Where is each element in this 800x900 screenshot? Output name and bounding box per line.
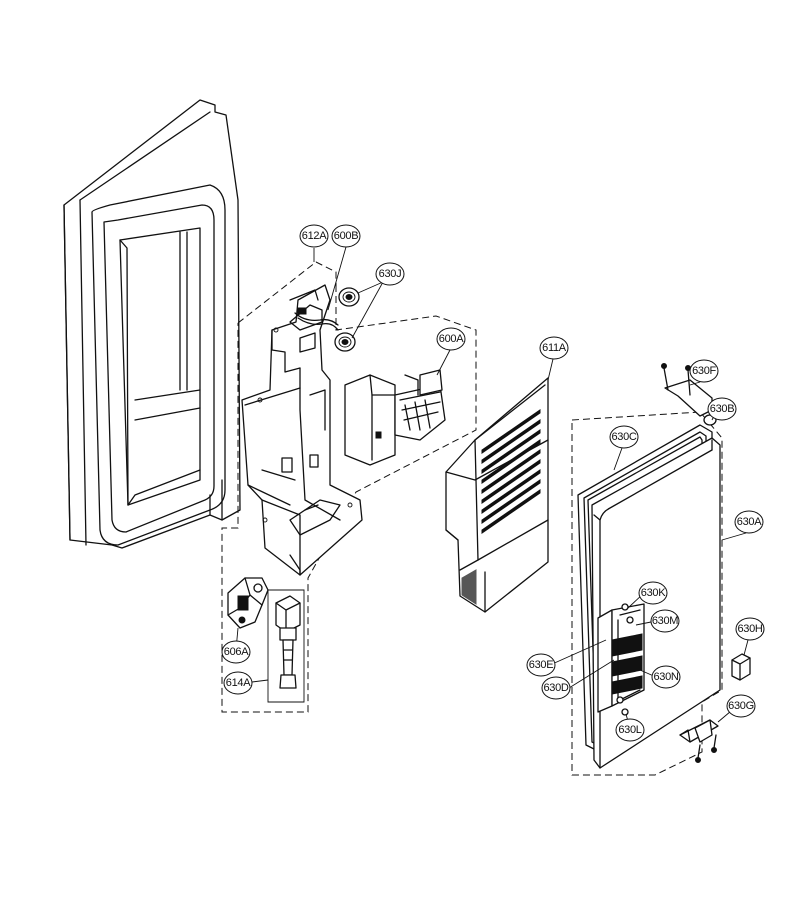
callout-630K-label: 630K: [641, 587, 666, 599]
callout-630H-label: 630H: [737, 623, 762, 635]
callout-630A-label: 630A: [737, 516, 762, 528]
callout-614A: 614A: [223, 671, 253, 695]
callout-630M-label: 630M: [652, 615, 678, 627]
hinge-cap: [731, 653, 751, 681]
callout-612A: 612A: [299, 224, 329, 248]
callout-630C: 630C: [609, 425, 639, 449]
dispenser-housing: [241, 284, 363, 576]
callout-600B-label: 600B: [334, 230, 359, 242]
lower-hinge: [679, 719, 719, 763]
callout-600A-label: 600A: [439, 333, 464, 345]
callout-630L-label: 630L: [618, 724, 641, 736]
callout-630G: 630G: [726, 694, 756, 718]
wire-harness: [294, 307, 339, 331]
handle-assembly: [597, 603, 645, 716]
callout-614A-label: 614A: [226, 677, 251, 689]
cover-vent-slots: [481, 409, 541, 534]
callout-630E: 630E: [526, 653, 556, 677]
callout-630B-label: 630B: [710, 403, 735, 415]
dispenser-actuator: [227, 577, 269, 629]
callout-630E-label: 630E: [529, 659, 554, 671]
callout-630F-label: 630F: [692, 365, 716, 377]
callout-630F: 630F: [689, 359, 719, 383]
grommets: [334, 287, 360, 352]
callout-611A: 611A: [539, 336, 569, 360]
callout-630D: 630D: [541, 676, 571, 700]
callout-630M: 630M: [650, 609, 680, 633]
callout-600A: 600A: [436, 327, 466, 351]
subdoor-group-outline: [571, 411, 723, 776]
callout-611A-label: 611A: [542, 342, 567, 354]
callout-612A-label: 612A: [302, 230, 327, 242]
callout-630J-label: 630J: [379, 268, 402, 280]
callout-630D-label: 630D: [543, 682, 568, 694]
door-outer-panel: [63, 99, 241, 549]
dispenser-group-outline: [221, 261, 477, 713]
callout-630N-label: 630N: [653, 671, 678, 683]
callout-630H: 630H: [735, 617, 765, 641]
callout-630L: 630L: [615, 718, 645, 742]
callout-606A: 606A: [221, 640, 251, 664]
callout-630N: 630N: [651, 665, 681, 689]
callout-630A: 630A: [734, 510, 764, 534]
callout-630K: 630K: [638, 581, 668, 605]
callout-630B: 630B: [707, 397, 737, 421]
callout-600B: 600B: [331, 224, 361, 248]
callout-606A-label: 606A: [224, 646, 249, 658]
ice-maker: [344, 369, 446, 466]
ice-chute-cover: [445, 377, 549, 613]
callout-630J: 630J: [375, 262, 405, 286]
solenoid-funnel: [267, 589, 305, 703]
callout-630C-label: 630C: [611, 431, 636, 443]
callout-630G-label: 630G: [728, 700, 754, 712]
